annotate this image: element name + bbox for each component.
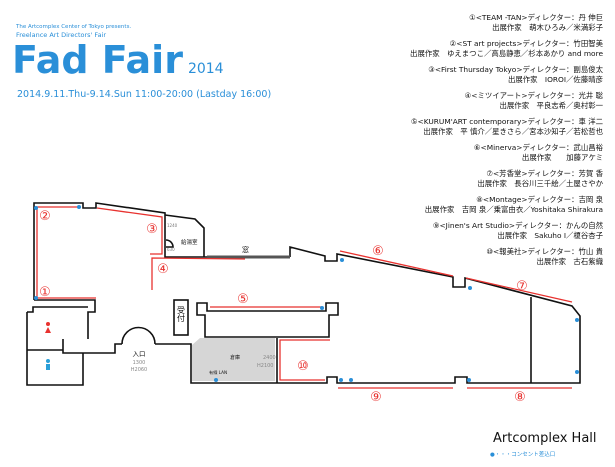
artists-line: 出展作家 吉岡 泉／乗富由衣／Yoshitaka Shirakura [424,205,603,214]
artists-line: 出展作家 古石紫織 [536,257,603,266]
director-line: ⑨<Jinen's Art Studio>ディレクター：かんの自然 [432,221,603,230]
exhibitor-entry: ⑤<KURUM'ART contemporary>ディレクター：車 洋二出展作家… [410,117,603,137]
presents-text: The Artcomplex Center of Tokyo presents. [16,24,132,30]
storage-height: H2100 [257,363,273,369]
exhibitor-entry: ⑥<Minerva>ディレクター：武山昌裕出展作家 加藤アケミ [410,143,603,163]
artists-line: 出展作家 加藤アケミ [521,153,603,162]
exhibitor-entry: ①<TEAM -TAN>ディレクター：丹 伸巨出展作家 萌木ひろみ／米満彩子 [410,13,603,33]
exhibitor-entry: ⑧<Montage>ディレクター：吉岡 泉出展作家 吉岡 泉／乗富由衣／Yosh… [410,195,603,215]
booth-10-label: ⑩ [297,359,309,374]
entrance-label: 入口 [133,350,146,358]
booth-8-label: ⑧ [514,390,526,405]
booth-1-label: ① [39,285,51,300]
female-restroom-icon [45,322,51,333]
artists-line: 出展作家 萌木ひろみ／米満彩子 [492,23,603,32]
director-line: ⑥<Minerva>ディレクター：武山昌裕 [473,143,603,152]
entrance-width: 1300 [133,360,146,366]
outlet-icon [320,306,324,310]
director-line: ①<TEAM -TAN>ディレクター：丹 伸巨 [469,13,603,22]
outlet-icon [468,286,472,290]
director-line: ⑩<報美社>ディレクター：竹山 貴 [486,247,603,256]
outlet-icon [34,206,38,210]
booth-4-label: ④ [157,262,169,277]
director-line: ④<ミツイアート>ディレクター：光井 聡 [464,91,603,100]
kitchen-label: 給湯室 [181,238,198,246]
title-row: Fad Fair 2014 [12,38,224,82]
booth-3-label: ③ [146,222,158,237]
event-dates: 2014.9.11.Thu-9.14.Sun 11:00-20:00 (Last… [17,89,272,100]
director-line: ③<First Thursday Tokyo>ディレクター：副島俊太 [428,65,603,74]
artists-line: 出展作家 IOROI／佐藤晴彦 [507,75,603,84]
exhibitor-entry: ⑨<Jinen's Art Studio>ディレクター：かんの自然出展作家 Sa… [410,221,603,241]
subtitle: Freelance Art Directors' Fair [16,31,107,39]
artists-line: 出展作家 ゆえまつこ／高島静恵／杉本あかり and more [410,49,603,58]
outlet-icon [77,205,81,209]
exhibitor-entry: ②<ST art projects>ディレクター：竹田智美出展作家 ゆえまつこ／… [410,39,603,59]
director-line: ⑤<KURUM'ART contemporary>ディレクター：車 洋二 [410,117,603,126]
exhibitor-entry: ⑦<芳香堂>ディレクター：芳賀 香出展作家 長谷川三千絵／土屋さやか [410,169,603,189]
artists-line: 出展作家 Sakuho I／榎谷杏子 [497,231,603,240]
walls [26,202,581,386]
lan-label: 有線 LAN [209,369,227,376]
booth-2-label: ② [39,209,51,224]
exhibitor-entry: ③<First Thursday Tokyo>ディレクター：副島俊太出展作家 I… [410,65,603,85]
kitchen-depth: 630 [167,247,175,252]
kitchen-width: 1240 [167,223,178,228]
outlet-legend: ●・・・コンセント差込口 [490,452,556,458]
exhibitor-entry: ④<ミツイアート>ディレクター：光井 聡出展作家 平良志希／奥村彰一 [410,91,603,111]
storage-room [192,338,275,381]
booth-7-label: ⑦ [516,279,528,294]
booth-5-label: ⑤ [237,292,249,307]
exhibitor-list: ①<TEAM -TAN>ディレクター：丹 伸巨出展作家 萌木ひろみ／米満彩子 ②… [410,13,603,273]
artists-line: 出展作家 平 慎介／星きさら／宮本沙知子／若松哲也 [423,127,603,136]
venue-name: Artcomplex Hall [493,431,597,446]
outlet-icon [34,296,38,300]
entrance-height: H2060 [131,367,147,373]
event-title: Fad Fair [12,38,183,82]
male-restroom-icon [46,359,50,370]
outlet-icon [214,378,218,382]
booth-9-label: ⑨ [370,390,382,405]
artists-line: 出展作家 長谷川三千絵／土屋さやか [477,179,603,188]
outlet-icon [340,258,344,262]
director-line: ⑧<Montage>ディレクター：吉岡 泉 [476,195,603,204]
outlet-icon [349,378,353,382]
booth-walls [36,206,573,389]
exhibitor-entry: ⑩<報美社>ディレクター：竹山 貴出展作家 古石紫織 [410,247,603,267]
outlet-icon [467,378,471,382]
reception-label: 受付 [177,305,186,323]
outlet-icon [575,370,579,374]
artists-line: 出展作家 平良志希／奥村彰一 [499,101,603,110]
outlets [34,205,579,382]
window-label: 窓 [242,245,249,254]
booth-6-label: ⑥ [372,244,384,259]
storage-width: 2400 [263,355,276,361]
storage-label: 倉庫 [230,354,240,361]
outlet-icon [575,318,579,322]
outlet-icon [339,378,343,382]
director-line: ⑦<芳香堂>ディレクター：芳賀 香 [486,169,603,178]
director-line: ②<ST art projects>ディレクター：竹田智美 [449,39,603,48]
event-year: 2014 [187,61,224,77]
